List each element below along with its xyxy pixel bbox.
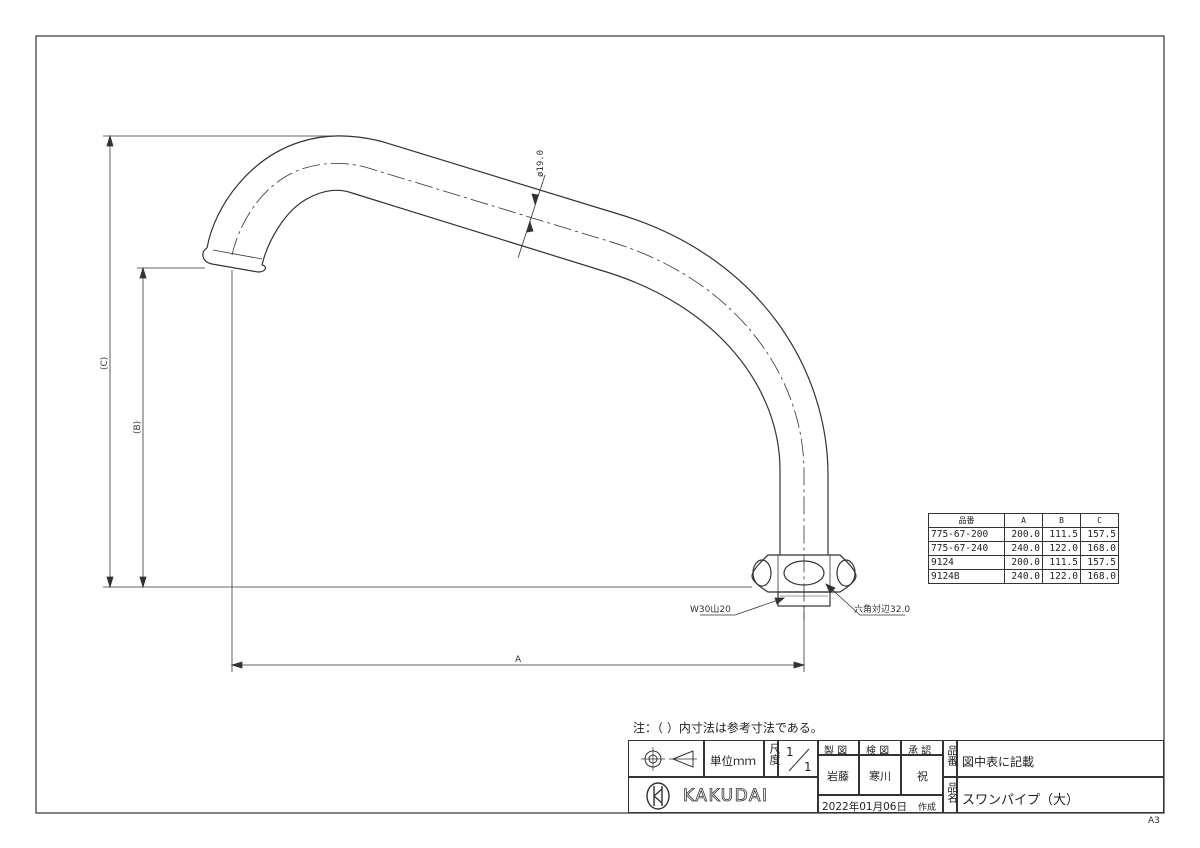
part-no-value: 図中表に記載 — [962, 755, 1035, 769]
part-name-label: 品名 — [946, 782, 958, 803]
company-name: KAKUDAI — [683, 786, 769, 807]
scale-value-cell: 1 1 — [778, 740, 818, 777]
table-row: 775-67-240 240.0 122.0 168.0 — [928, 541, 1119, 556]
cell-code: 9124 — [928, 555, 1005, 570]
projection-cell — [628, 740, 704, 777]
cell-c: 168.0 — [1080, 569, 1119, 584]
scale-label-cell: 尺度 — [764, 740, 781, 777]
a-dimension-label: A — [515, 655, 522, 665]
header-b: B — [1042, 513, 1081, 528]
cell-a: 200.0 — [1004, 555, 1043, 570]
cell-c: 157.5 — [1080, 555, 1119, 570]
cell-b: 122.0 — [1042, 541, 1081, 556]
part-name-label-cell: 品名 — [943, 777, 958, 813]
company-cell: KAKUDAI — [628, 777, 818, 813]
cell-b: 111.5 — [1042, 527, 1081, 542]
hex-nut — [751, 554, 857, 607]
c-dimension-label: (C) — [100, 357, 110, 370]
reference-note: 注：（ ）内寸法は参考寸法である。 — [633, 721, 823, 735]
part-no-value-cell: 図中表に記載 — [957, 740, 1164, 777]
role-approve-cell: 承 認 — [901, 740, 943, 757]
scale-slash-icon — [788, 748, 810, 772]
creation-date: 2022年01月06日 — [822, 801, 907, 813]
cell-a: 240.0 — [1004, 541, 1043, 556]
name-check-cell: 寒川 — [859, 755, 901, 795]
third-angle-projection-icon — [641, 747, 697, 771]
name-draw: 岩藤 — [827, 770, 849, 783]
creation-suffix: 作成 — [918, 803, 937, 813]
cell-a: 200.0 — [1004, 527, 1043, 542]
role-check: 検 図 — [866, 746, 890, 757]
scale-label: 尺度 — [768, 743, 781, 765]
name-draw-cell: 岩藤 — [818, 755, 859, 795]
cell-c: 157.5 — [1080, 527, 1119, 542]
role-approve: 承 認 — [908, 746, 932, 757]
hex-label: 六角対辺32.0 — [854, 603, 910, 615]
unit-cell: 単位ｍｍ — [704, 740, 764, 777]
role-draw-cell: 製 図 — [818, 740, 859, 757]
spec-table-header: 品番 A B C — [928, 513, 1119, 528]
pipe-centerline — [231, 162, 805, 620]
part-no-label-cell: 品番 — [943, 740, 958, 777]
part-no-label: 品番 — [946, 745, 958, 766]
table-row: 775-67-200 200.0 111.5 157.5 — [928, 527, 1119, 542]
cell-b: 111.5 — [1042, 555, 1081, 570]
cell-b: 122.0 — [1042, 569, 1081, 584]
table-row: 9124B 240.0 122.0 168.0 — [928, 569, 1119, 584]
drawing-frame — [35, 35, 1165, 814]
header-code: 品番 — [928, 513, 1005, 528]
spec-table: 品番 A B C 775-67-200 200.0 111.5 157.5 77… — [928, 513, 1119, 584]
diameter-label: ø19.0 — [536, 150, 546, 177]
scale-bottom: 1 — [804, 760, 812, 774]
scale-top: 1 — [786, 745, 794, 759]
title-block: 単位ｍｍ 尺度 1 1 製 図 検 図 承 認 岩藤 寒川 祝 KAKUDAI — [628, 740, 1164, 813]
table-row: 9124 200.0 111.5 157.5 — [928, 555, 1119, 570]
kakudai-logo-icon — [646, 782, 670, 810]
b-dimension-label: (B) — [133, 421, 143, 434]
cell-code: 775-67-200 — [928, 527, 1005, 542]
part-name-value: スワンパイプ（大） — [962, 793, 1080, 808]
name-approve-cell: 祝 — [901, 755, 943, 795]
part-name-value-cell: スワンパイプ（大） — [957, 777, 1164, 813]
thread-label: W30山20 — [690, 604, 731, 615]
role-check-cell: 検 図 — [859, 740, 901, 757]
cell-code: 775-67-240 — [928, 541, 1005, 556]
role-draw: 製 図 — [824, 746, 848, 757]
cell-c: 168.0 — [1080, 541, 1119, 556]
header-a: A — [1004, 513, 1043, 528]
date-cell: 2022年01月06日 作成 — [818, 795, 943, 813]
name-check: 寒川 — [869, 770, 891, 783]
cell-a: 240.0 — [1004, 569, 1043, 584]
sheet-size-label: A3 — [1148, 816, 1160, 826]
swan-pipe — [202, 135, 829, 555]
header-c: C — [1080, 513, 1119, 528]
name-approve: 祝 — [917, 770, 928, 783]
dimension-lines — [103, 134, 905, 672]
cell-code: 9124B — [928, 569, 1005, 584]
unit-label: 単位ｍｍ — [710, 754, 756, 768]
